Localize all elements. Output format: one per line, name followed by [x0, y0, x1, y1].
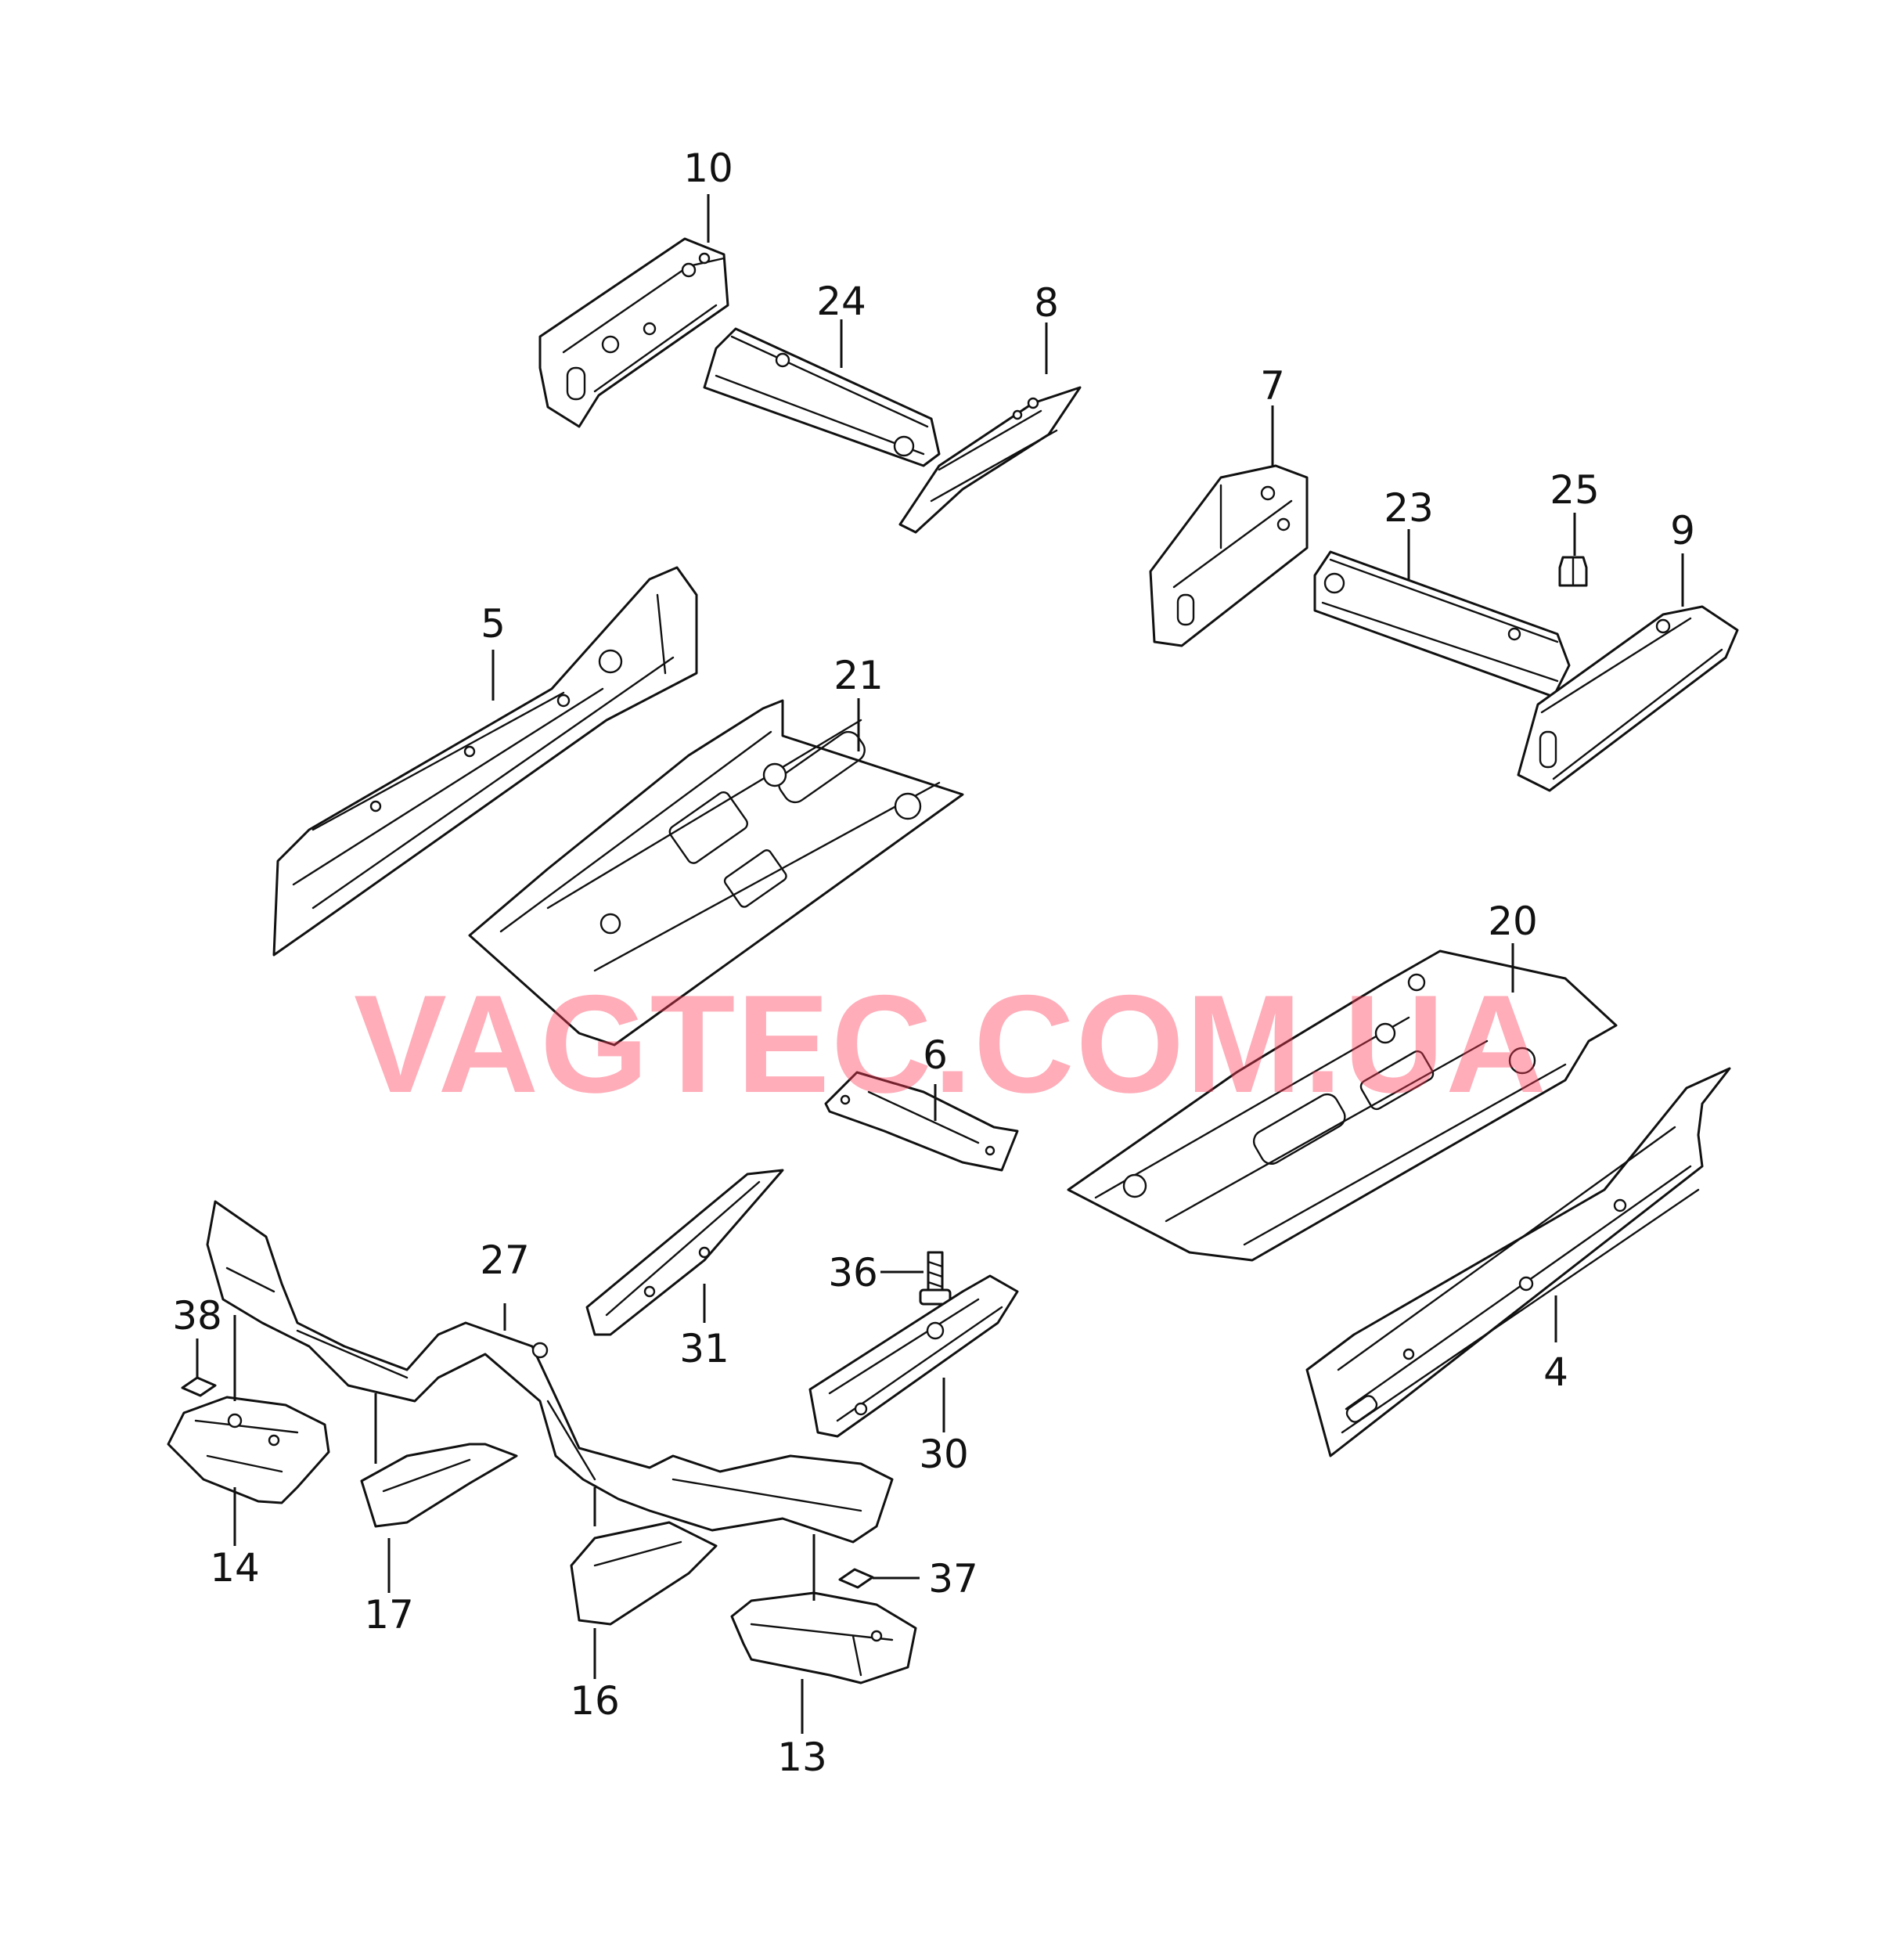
part-37-drawing[interactable]: [838, 1568, 874, 1589]
part-21-drawing[interactable]: [468, 699, 964, 1047]
part-6-drawing[interactable]: [824, 1071, 1019, 1172]
part-36-drawing[interactable]: [919, 1251, 952, 1306]
part-5-drawing[interactable]: [272, 566, 698, 957]
part-20-drawing[interactable]: [1067, 949, 1618, 1262]
callout-36[interactable]: 36: [828, 1250, 878, 1295]
callout-24[interactable]: 24: [816, 279, 866, 324]
part-13-drawing[interactable]: [730, 1591, 917, 1684]
part-10-drawing[interactable]: [538, 237, 729, 428]
part-27-drawing[interactable]: [206, 1200, 894, 1544]
part-24-drawing[interactable]: [703, 327, 941, 467]
part-25-drawing[interactable]: [1558, 556, 1588, 587]
callout-37[interactable]: 37: [928, 1556, 978, 1602]
callout-8[interactable]: 8: [1034, 280, 1059, 326]
part-38-drawing[interactable]: [181, 1376, 217, 1397]
callout-17[interactable]: 17: [364, 1592, 414, 1638]
part-30-drawing[interactable]: [808, 1274, 1019, 1438]
callout-5[interactable]: 5: [481, 601, 506, 647]
callout-23[interactable]: 23: [1384, 485, 1434, 531]
callout-7[interactable]: 7: [1260, 363, 1285, 409]
callout-16[interactable]: 16: [570, 1678, 620, 1724]
callout-9[interactable]: 9: [1670, 508, 1695, 553]
part-17-drawing[interactable]: [360, 1443, 518, 1528]
callout-13[interactable]: 13: [777, 1735, 827, 1780]
callout-20[interactable]: 20: [1488, 899, 1538, 944]
callout-31[interactable]: 31: [679, 1326, 729, 1371]
callout-6[interactable]: 6: [923, 1032, 948, 1078]
part-14-drawing[interactable]: [167, 1396, 330, 1504]
callout-25[interactable]: 25: [1550, 467, 1600, 513]
callout-10[interactable]: 10: [683, 146, 733, 191]
callout-38[interactable]: 38: [172, 1293, 222, 1338]
part-16-drawing[interactable]: [570, 1521, 718, 1626]
part-4-drawing[interactable]: [1305, 1067, 1731, 1457]
part-7-drawing[interactable]: [1149, 464, 1309, 647]
watermark-text: VAGTEC.COM.UA: [354, 966, 1548, 1122]
leader-lines: [196, 194, 1684, 1734]
part-31-drawing[interactable]: [585, 1169, 784, 1336]
callout-30[interactable]: 30: [919, 1432, 969, 1477]
callout-14[interactable]: 14: [210, 1545, 260, 1591]
part-8-drawing[interactable]: [898, 386, 1082, 534]
part-23-drawing[interactable]: [1313, 550, 1571, 698]
callout-27[interactable]: 27: [480, 1238, 530, 1283]
callout-4[interactable]: 4: [1543, 1349, 1568, 1395]
callout-labels: 10 24 8 7 23 25 9 5 21 20 6 4 27 31 36 3…: [172, 146, 1695, 1780]
part-9-drawing[interactable]: [1517, 605, 1739, 792]
callout-21[interactable]: 21: [833, 653, 884, 698]
